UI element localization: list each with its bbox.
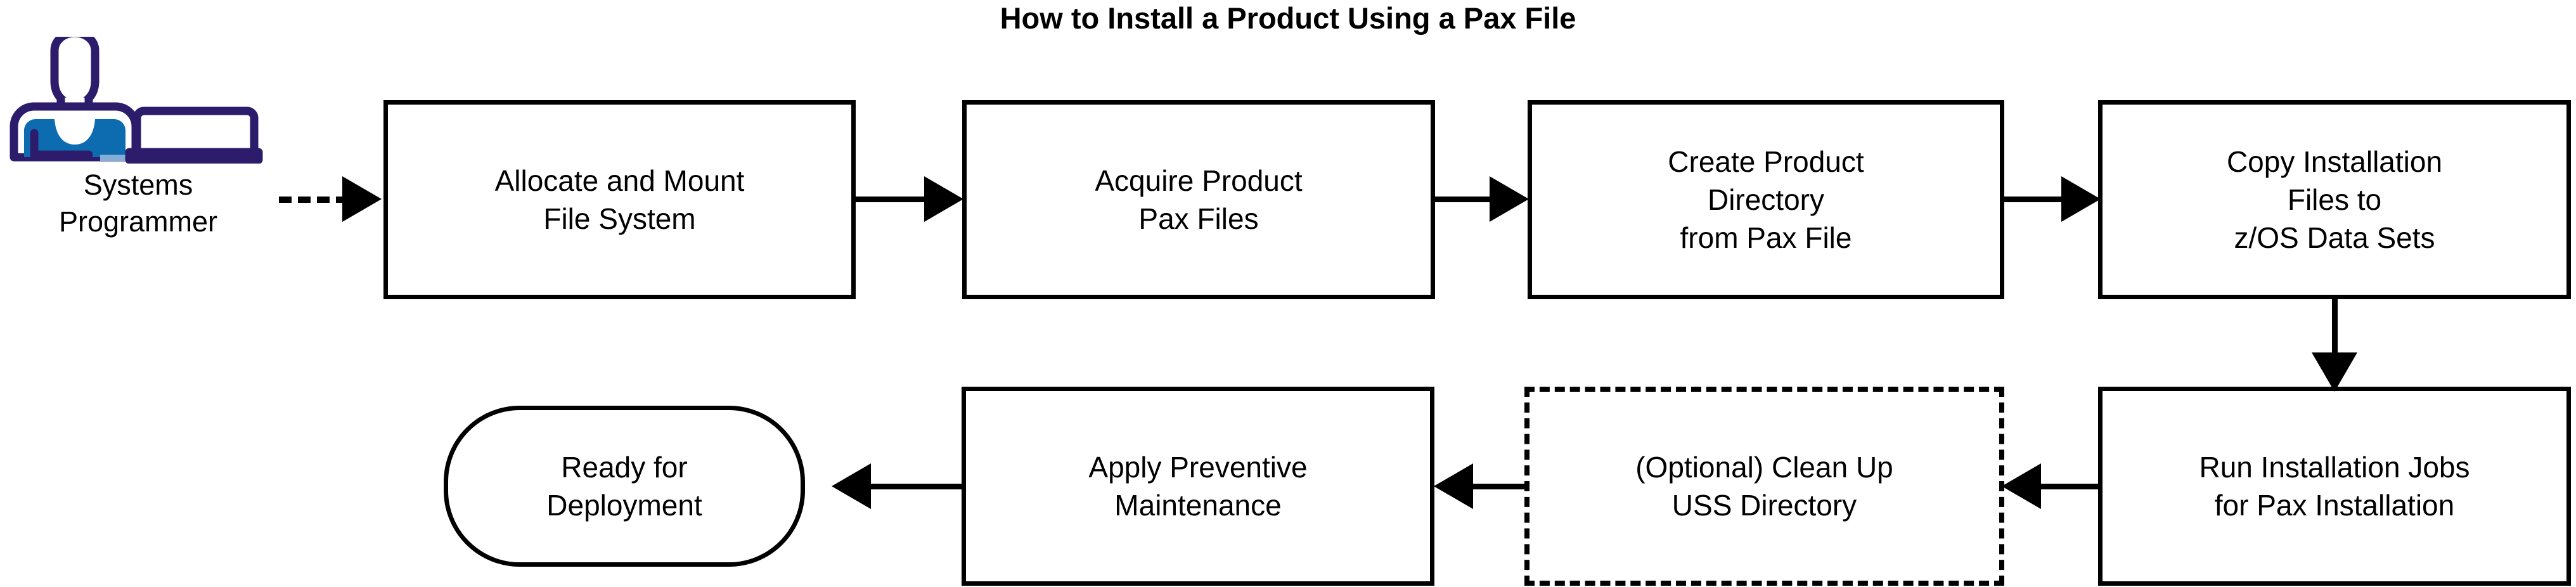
node-label: Acquire Product Pax Files xyxy=(1095,164,1303,235)
node-run-installation-jobs[interactable]: Run Installation Jobs for Pax Installati… xyxy=(2098,387,2571,586)
arrow-head-right-icon xyxy=(1490,176,1529,222)
node-copy-installation-files[interactable]: Copy Installation Files to z/OS Data Set… xyxy=(2098,100,2571,299)
node-label: Apply Preventive Maintenance xyxy=(1088,451,1308,522)
arrow-head-right-icon xyxy=(2061,176,2101,222)
page-title: How to Install a Product Using a Pax Fil… xyxy=(1000,1,1576,35)
arrow-head-down-icon xyxy=(2312,352,2357,392)
node-label: Copy Installation Files to z/OS Data Set… xyxy=(2226,145,2443,254)
edge-line xyxy=(1471,484,1528,489)
node-label: Allocate and Mount File System xyxy=(494,164,745,235)
edge-line xyxy=(2038,484,2102,489)
arrow-head-right-icon xyxy=(924,176,963,222)
actor-systems-programmer: Systems Programmer xyxy=(5,37,303,246)
person-at-laptop-icon xyxy=(10,37,263,164)
node-label: Run Installation Jobs for Pax Installati… xyxy=(2199,451,2470,522)
edge-line xyxy=(868,484,965,489)
arrow-head-left-icon xyxy=(832,463,871,509)
arrow-head-right-icon xyxy=(342,176,382,222)
node-acquire-product-pax-files[interactable]: Acquire Product Pax Files xyxy=(962,100,1435,299)
node-label: Ready for Deployment xyxy=(546,451,702,522)
node-ready-for-deployment[interactable]: Ready for Deployment xyxy=(444,406,805,567)
actor-label-line1: Systems xyxy=(83,169,193,201)
edge-line xyxy=(1434,197,1492,202)
actor-label: Systems Programmer xyxy=(5,167,271,240)
edge-line xyxy=(279,197,349,203)
node-allocate-mount-file-system[interactable]: Allocate and Mount File System xyxy=(383,100,856,299)
node-apply-preventive-maintenance[interactable]: Apply Preventive Maintenance xyxy=(962,387,1434,586)
edge-line xyxy=(854,197,931,202)
node-label: Create Product Directory from Pax File xyxy=(1668,145,1864,254)
edge-line xyxy=(2003,197,2064,202)
arrow-head-left-icon xyxy=(1434,463,1473,509)
node-create-product-directory[interactable]: Create Product Directory from Pax File xyxy=(1528,100,2004,299)
arrow-head-left-icon xyxy=(2002,463,2041,509)
actor-label-line2: Programmer xyxy=(58,205,218,238)
edge-line xyxy=(2332,298,2338,359)
node-optional-clean-up-uss-directory[interactable]: (Optional) Clean Up USS Directory xyxy=(1524,387,2004,586)
node-label: (Optional) Clean Up USS Directory xyxy=(1635,451,1893,522)
